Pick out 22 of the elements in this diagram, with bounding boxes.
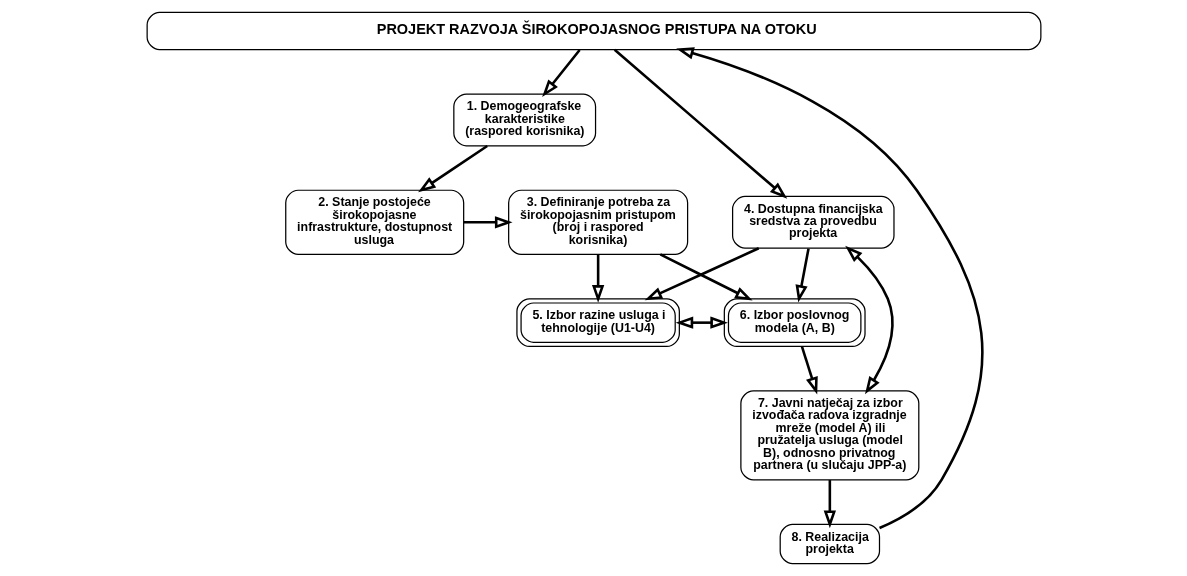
arrow xyxy=(675,316,728,329)
arrow xyxy=(541,49,581,98)
arrow xyxy=(613,48,787,199)
arrow xyxy=(644,247,759,301)
arrow xyxy=(823,480,836,529)
arrow xyxy=(675,47,983,530)
arrow xyxy=(800,346,818,395)
arrow xyxy=(659,253,753,301)
node-box: 5. Izbor razine usluga i tehnologije (U1-U4) xyxy=(515,298,680,348)
node-box: 6. Izbor poslovnog modela (A, B) xyxy=(723,298,866,348)
node-box: 2. Stanje postojeće širokopojasne infrastrukture, dostupnost usluga xyxy=(284,189,464,255)
node-box: 4. Dostupna financijska sredstva za provedbu projekta xyxy=(731,195,895,249)
arrow xyxy=(417,144,488,193)
arrow xyxy=(591,254,604,303)
arrow xyxy=(844,245,894,395)
node-box: 7. Javni natječaj za izbor izvođača radova izgradnje mreže (model A) ili pružatelja usluga (model B), odnosno privatnog partnera (u slučaju JPP-a) xyxy=(739,390,919,481)
node-box: 8. Realizacija projekta xyxy=(779,523,880,565)
node-box: 1. Demogeografske karakteristike (raspored korisnika) xyxy=(452,93,596,147)
node-box: PROJEKT RAZVOJA ŠIROKOPOJASNOG PRISTUPA NA OTOKU xyxy=(146,11,1041,51)
arrow xyxy=(795,248,810,303)
arrow xyxy=(463,216,513,229)
node-box: 3. Definiranje potreba za širokopojasnim pristupom (broj i raspored korisnika) xyxy=(507,189,688,255)
